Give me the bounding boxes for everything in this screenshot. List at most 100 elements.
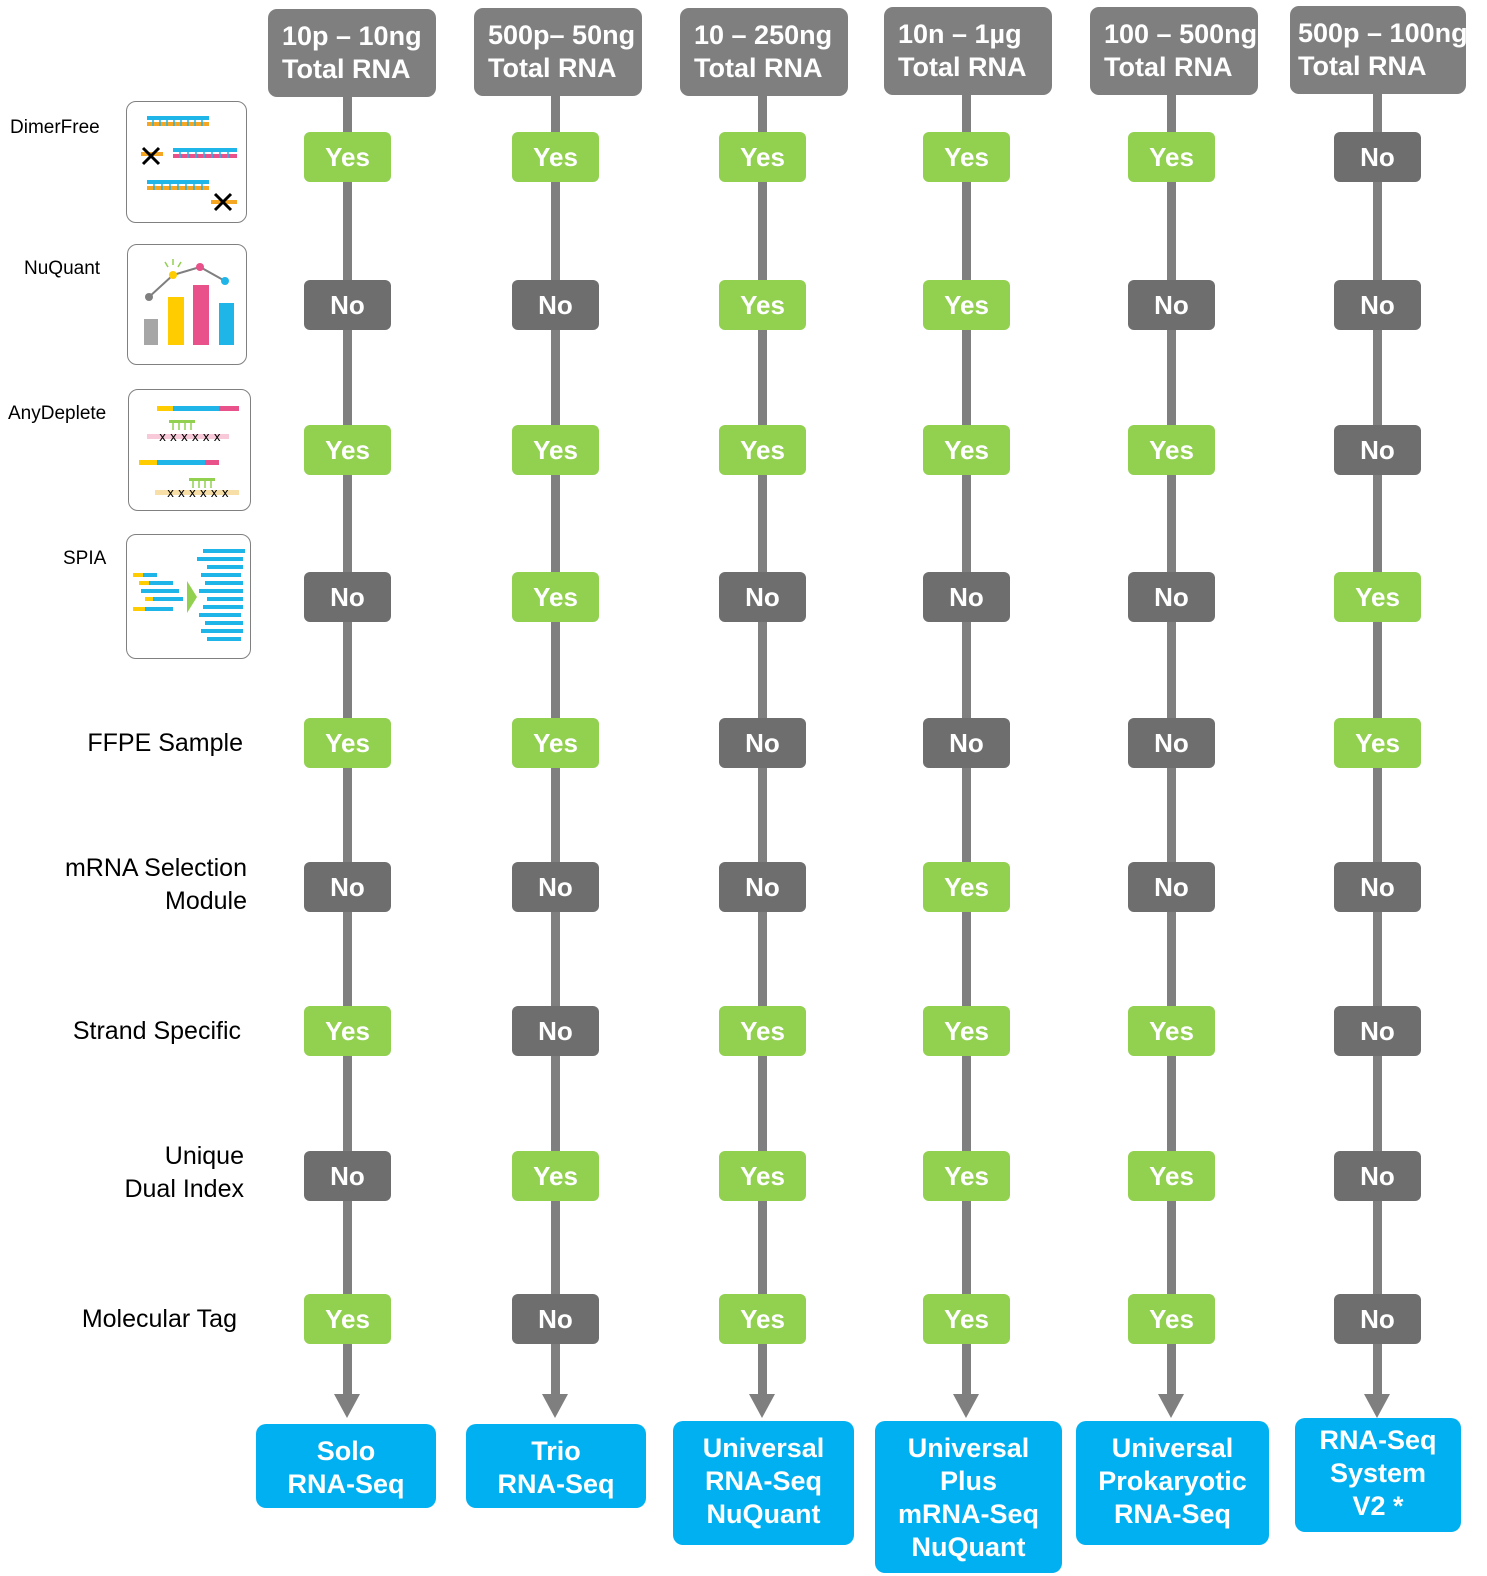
feature-cell: Yes [923,1006,1010,1056]
row-label-molecular-tag: Molecular Tag [81,1305,237,1333]
feature-cell: Yes [719,1151,806,1201]
feature-cell: Yes [923,280,1010,330]
feature-cell: No [923,572,1010,622]
feature-cell: No [719,572,806,622]
feature-cell: Yes [719,280,806,330]
feature-cell: Yes [512,132,599,182]
row-label-ffpe-sample: FFPE Sample [87,729,243,757]
feature-cell: Yes [1128,1006,1215,1056]
row-label-spia: SPIA [63,548,107,569]
feature-cell: Yes [923,425,1010,475]
feature-cell: No [1128,572,1215,622]
header-line: 10n – 1µg [898,19,1022,49]
header-line: Total RNA [488,53,617,83]
feature-cell: No [1334,862,1421,912]
product-name-line: RNA-Seq [1319,1425,1437,1455]
feature-cell: No [512,280,599,330]
header-line: Total RNA [694,53,823,83]
feature-cell: Yes [512,718,599,768]
nuquant-icon [127,244,247,365]
feature-cell: Yes [1334,572,1421,622]
svg-text:x x x x x x: x x x x x x [167,486,229,500]
row-label-nuquant: NuQuant [24,258,101,279]
feature-cell: No [304,280,391,330]
feature-cell: No [719,718,806,768]
svg-text:x x x x x x: x x x x x x [159,430,221,444]
feature-cell: Yes [1128,1294,1215,1344]
feature-cell: Yes [304,718,391,768]
feature-cell: No [923,718,1010,768]
feature-cell: Yes [719,1294,806,1344]
arrow-down-icon [1364,1394,1390,1418]
feature-cell: Yes [719,425,806,475]
product-name-line: NuQuant [706,1499,821,1529]
product-name-line: RNA-Seq [1113,1499,1231,1529]
feature-cell: Yes [1128,132,1215,182]
feature-cell: Yes [719,132,806,182]
product-name-line: RNA-Seq [704,1466,822,1496]
product-name-line: NuQuant [911,1532,1026,1562]
arrow-down-icon [953,1394,979,1418]
spia-icon [126,534,251,659]
feature-cell: Yes [923,1294,1010,1344]
feature-cell: Yes [923,1151,1010,1201]
row-label-anydeplete: AnyDeplete [8,403,107,424]
feature-cell: No [1334,1006,1421,1056]
feature-cell: No [719,862,806,912]
product-name-line: Universal [702,1433,825,1463]
header-line: 500p– 50ng [488,20,636,50]
header-line: Total RNA [282,54,411,84]
dimerfree-icon [126,101,247,223]
product-name-line: Trio [531,1436,581,1466]
feature-cell: Yes [1128,1151,1215,1201]
feature-cell: Yes [512,572,599,622]
product-name-line: V2 * [1352,1491,1404,1521]
arrow-down-icon [334,1394,360,1418]
arrow-down-icon [1158,1394,1184,1418]
header-line: 10 – 250ng [694,20,833,50]
feature-cell: Yes [512,425,599,475]
header-line: 500p – 100ng [1298,18,1468,48]
feature-cell: Yes [304,425,391,475]
anydeplete-icon: x x x x x x x x x x x x [128,389,251,511]
arrow-down-icon [542,1394,568,1418]
feature-cell: Yes [719,1006,806,1056]
feature-cell: No [1334,1294,1421,1344]
feature-cell: Yes [304,1006,391,1056]
feature-cell: No [512,1006,599,1056]
product-name-line: Prokaryotic [1098,1466,1247,1496]
feature-cell: No [1128,718,1215,768]
feature-cell: No [304,862,391,912]
feature-cell: Yes [512,1151,599,1201]
feature-cell: No [1334,425,1421,475]
product-name-line: RNA-Seq [287,1469,405,1499]
feature-cell: Yes [923,132,1010,182]
product-name-line: Solo [316,1436,376,1466]
product-name-line: System [1329,1458,1427,1488]
header-line: Total RNA [898,52,1027,82]
row-label-strand-specific: Strand Specific [72,1017,241,1045]
feature-cell: No [512,1294,599,1344]
feature-cell: No [1128,862,1215,912]
feature-cell: No [1334,280,1421,330]
product-name-line: Plus [939,1466,998,1496]
product-name-line: RNA-Seq [497,1469,615,1499]
feature-cell: No [1334,132,1421,182]
arrow-down-icon [749,1394,775,1418]
feature-cell: Yes [1334,718,1421,768]
feature-cell: Yes [923,862,1010,912]
feature-cell: No [304,572,391,622]
